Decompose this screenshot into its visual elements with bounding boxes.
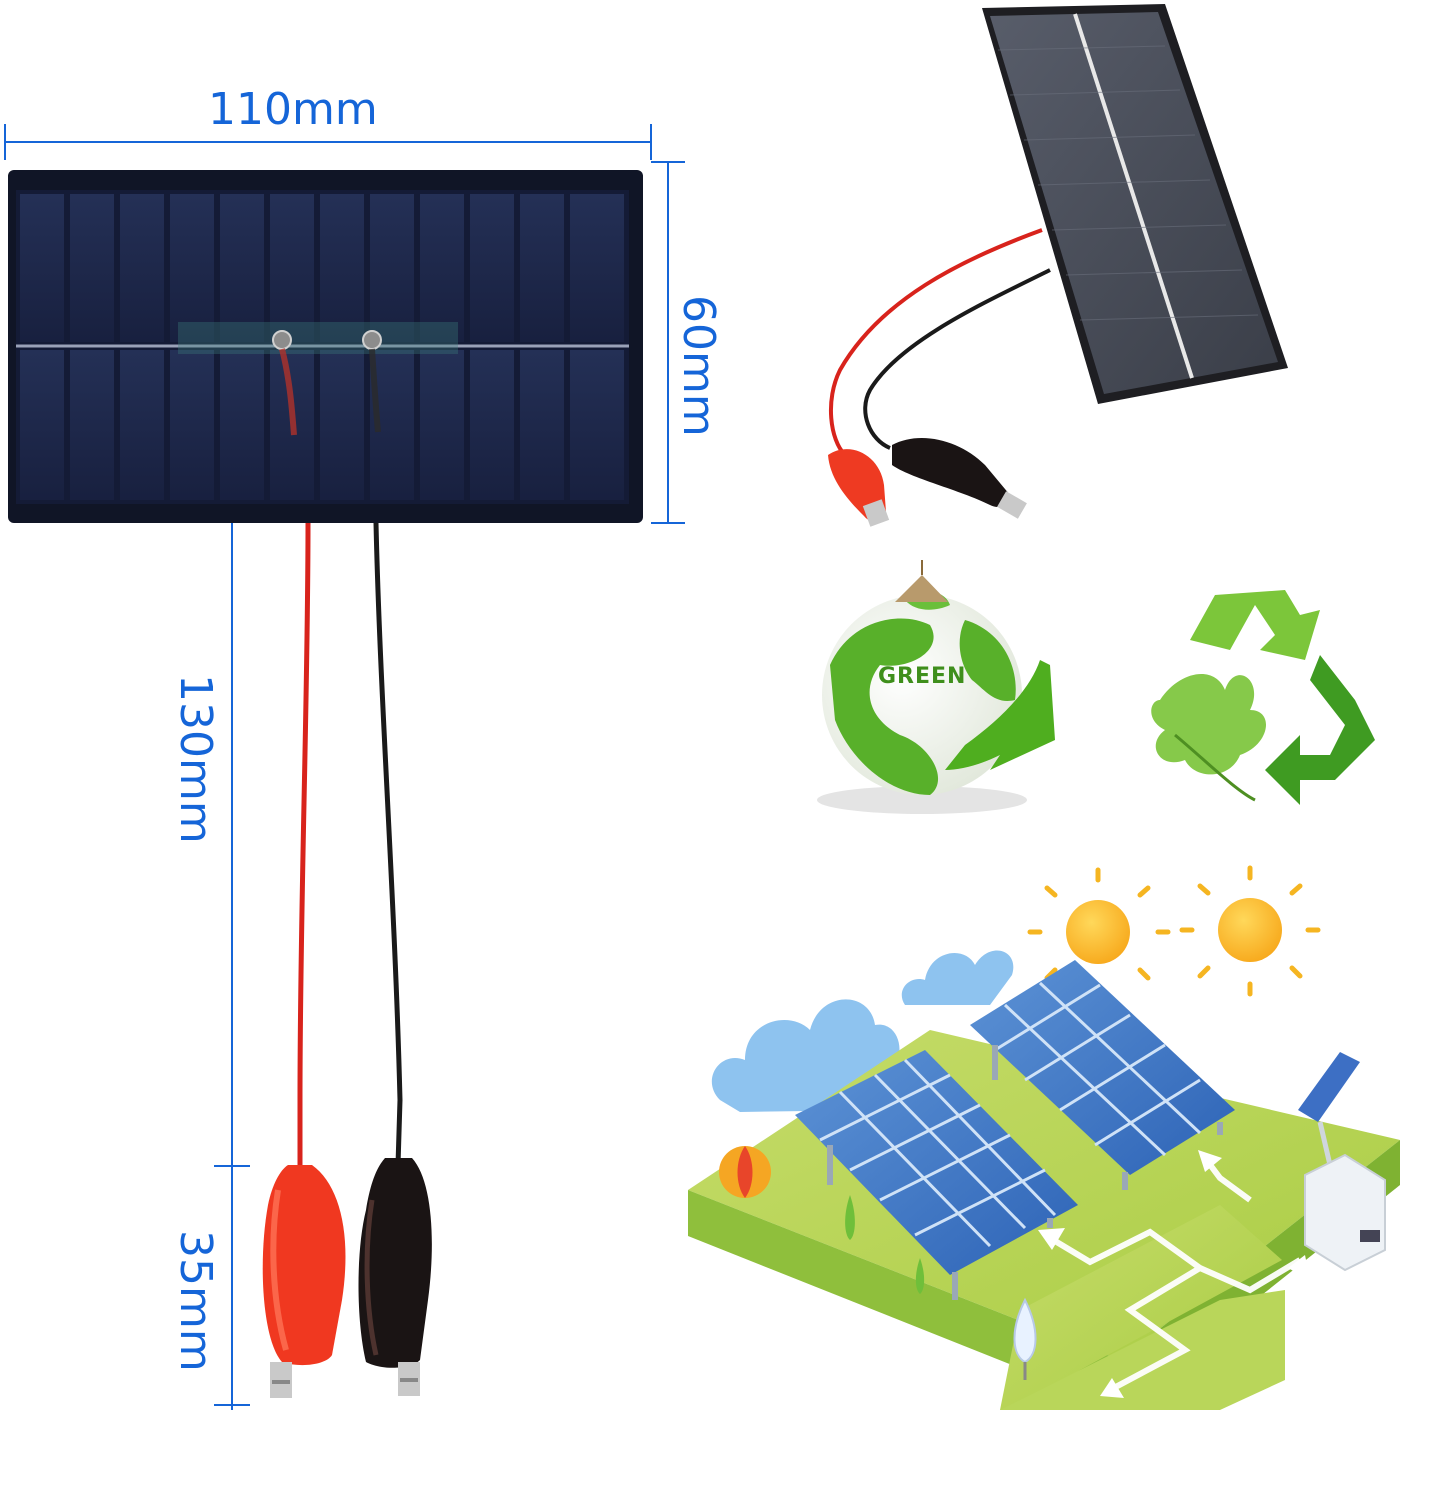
- red-alligator-clip: [262, 1165, 346, 1398]
- main-solar-panel: [8, 170, 643, 523]
- solar-farm-illustration: [688, 865, 1400, 1410]
- cable-length-label: 130mm: [170, 674, 221, 844]
- tilted-solar-panel: [828, 4, 1288, 527]
- black-alligator-clip: [358, 1158, 432, 1396]
- tree-icon: [915, 1258, 925, 1294]
- red-wire: [297, 522, 311, 1170]
- width-dimension-label: 110mm: [208, 84, 378, 135]
- globe-green-text: GREEN: [878, 664, 967, 689]
- sun-icon: [1179, 865, 1321, 997]
- recycle-leaf-graphic: [1151, 590, 1375, 805]
- height-dimension-label: 60mm: [673, 295, 724, 437]
- clip-length-label: 35mm: [170, 1230, 221, 1372]
- cloud-icon: [901, 950, 1014, 1005]
- tree-icon: [845, 1195, 855, 1240]
- green-globe-graphic: [817, 560, 1055, 814]
- black-wire: [373, 522, 403, 1166]
